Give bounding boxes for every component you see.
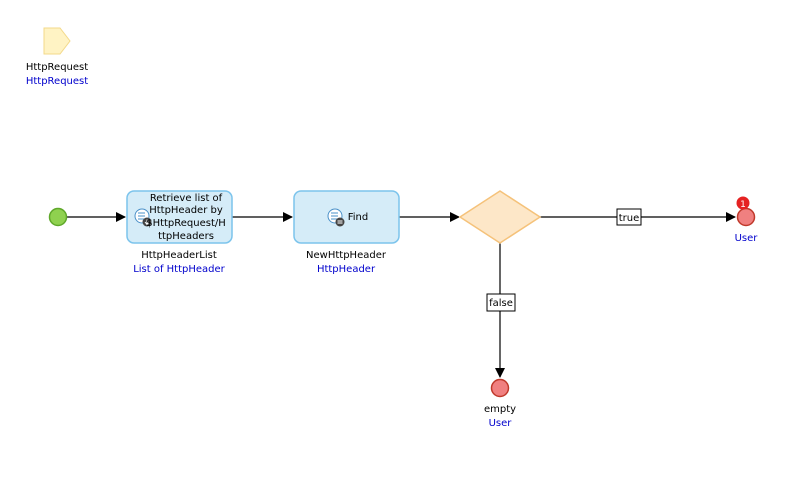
start-event[interactable]: [48, 207, 68, 227]
end-true-type: User: [735, 233, 759, 244]
parameter-name: HttpRequest: [26, 62, 88, 73]
end-false-type: User: [489, 418, 513, 429]
retrieve-caption-line-3: $HttpRequest/H: [146, 218, 226, 229]
retrieve-caption-line-1: Retrieve list of: [150, 193, 223, 204]
list-operation-icon: [327, 208, 345, 227]
find-activity-box: [293, 190, 400, 244]
retrieve-output-name: HttpHeaderList: [141, 250, 217, 261]
parameter-icon: [43, 27, 71, 55]
decision-gateway[interactable]: [458, 190, 542, 244]
end-event-false[interactable]: empty User: [484, 378, 516, 430]
end-event-true[interactable]: 1 User: [735, 196, 759, 245]
end-false-name: empty: [484, 404, 516, 415]
false-label-text: false: [489, 298, 513, 309]
retrieve-caption-line-2: HttpHeader by: [149, 205, 223, 216]
false-flow-label: false: [486, 293, 516, 312]
find-output-name: NewHttpHeader: [306, 250, 387, 261]
retrieve-icon: [134, 208, 152, 227]
error-badge-count: 1: [740, 200, 746, 210]
true-flow-label: true: [616, 208, 642, 226]
end-event-false-circle: [490, 378, 510, 398]
parameter-type: HttpRequest: [26, 76, 88, 87]
find-output-type: HttpHeader: [317, 264, 376, 275]
retrieve-output-type: List of HttpHeader: [133, 264, 225, 275]
retrieve-caption-line-4: ttpHeaders: [158, 231, 214, 242]
retrieve-activity[interactable]: Retrieve list of HttpHeader by $HttpRequ…: [126, 190, 233, 275]
true-label-text: true: [619, 213, 640, 224]
error-badge: [736, 196, 750, 210]
parameter-httprequest[interactable]: HttpRequest HttpRequest: [26, 27, 88, 87]
find-caption: Find: [348, 212, 369, 223]
find-activity[interactable]: Find NewHttpHeader HttpHeader: [293, 190, 400, 275]
end-event-true-circle: [736, 207, 756, 227]
retrieve-activity-box: [126, 190, 233, 244]
